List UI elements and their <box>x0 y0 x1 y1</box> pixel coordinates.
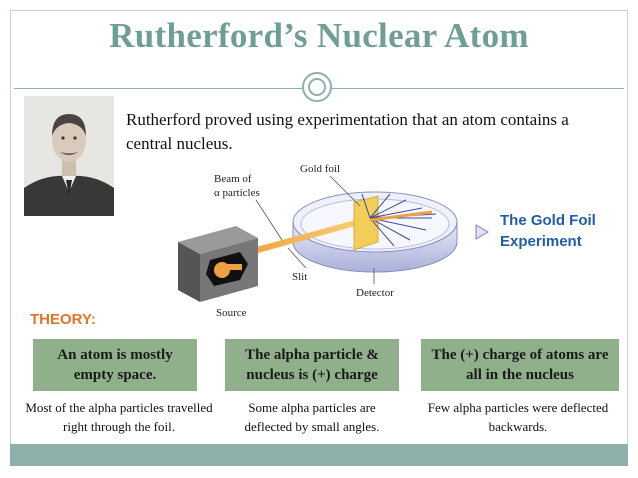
theory-desc-2: Some alpha particles are deflected by sm… <box>244 400 380 434</box>
footer-bar <box>10 444 628 466</box>
label-slit: Slit <box>292 271 307 283</box>
gold-foil-diagram: Beam of α particles Gold foil Slit Detec… <box>178 163 458 319</box>
experiment-label-line1: The Gold Foil <box>500 212 596 229</box>
label-gold-foil: Gold foil <box>300 163 340 175</box>
rutherford-portrait <box>24 96 114 216</box>
experiment-label-line2: Experiment <box>500 233 582 250</box>
title-divider-left <box>14 88 302 89</box>
intro-text: Rutherford proved using experimentation … <box>126 110 569 153</box>
label-beam-line2: α particles <box>214 187 260 199</box>
alpha-beam <box>238 216 370 258</box>
title-divider-right <box>332 88 624 89</box>
theory-box-1: An atom is mostly empty space. <box>33 339 197 391</box>
theory-box-2: The alpha particle & nucleus is (+) char… <box>225 339 399 391</box>
theory-heading: THEORY: <box>30 311 96 328</box>
experiment-label: The Gold Foil Experiment <box>500 210 630 252</box>
label-beam-line1: Beam of <box>214 173 252 185</box>
theory-desc-1: Most of the alpha particles travelled ri… <box>25 400 213 434</box>
triangle-arrow-icon <box>475 224 489 240</box>
theory-desc-3: Few alpha particles were deflected backw… <box>427 400 609 434</box>
label-detector: Detector <box>356 287 394 299</box>
alpha-source <box>178 226 258 302</box>
label-source: Source <box>216 307 247 319</box>
gold-foil <box>353 195 379 251</box>
slide-title: Rutherford’s Nuclear Atom <box>109 16 529 55</box>
theory-box-3: The (+) charge of atoms are all in the n… <box>421 339 619 391</box>
divider-ornament <box>302 72 332 102</box>
